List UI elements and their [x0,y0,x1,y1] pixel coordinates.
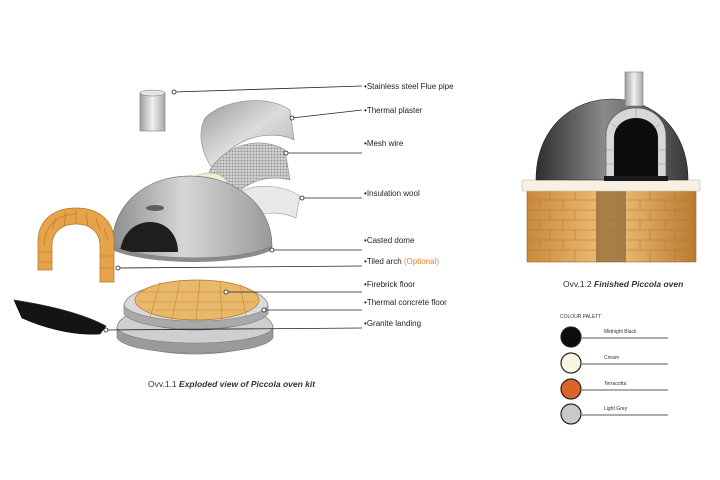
svg-text:•Stainless steel Flue pipe: •Stainless steel Flue pipe [364,82,454,91]
label-casted-dome: Casted dome [367,236,415,245]
label-optional: (Optional) [402,257,440,266]
svg-text:•Casted dome: •Casted dome [364,236,415,245]
swatch-cream: Cream [561,353,668,373]
swatch-light-grey: Light Grey [561,404,668,424]
svg-text:Midnight Black: Midnight Black [604,329,637,335]
finished-flue [625,72,643,106]
svg-text:Terracotta: Terracotta [604,381,626,387]
swatch-midnight-black: Midnight Black [561,327,668,347]
label-firebrick-floor: Firebrick floor [367,280,416,289]
label-tiled-arch: Tiled arch [367,257,402,266]
svg-text:Cream: Cream [604,355,619,361]
swatch-terracotta: Terracotta [561,379,668,399]
svg-text:•Tiled arch (Optional): •Tiled arch (Optional) [364,257,439,266]
flue-pipe-part [140,90,165,131]
label-mesh-wire: Mesh wire [367,139,404,148]
svg-text:•Granite landing: •Granite landing [364,319,421,328]
base-stack-part [117,280,273,354]
svg-text:•Thermal plaster: •Thermal plaster [364,106,423,115]
granite-landing-part [14,300,106,334]
label-insulation-wool: Insulation wool [367,189,420,198]
finished-oven-view: Ovv.1.2 Finished Piccola oven [522,72,700,289]
label-flue-pipe: Stainless steel Flue pipe [367,82,454,91]
cream-slab [522,180,700,191]
svg-text:•Thermal concrete floor: •Thermal concrete floor [364,298,447,307]
label-thermal-plaster: Thermal plaster [367,106,423,115]
svg-text:•Insulation wool: •Insulation wool [364,189,420,198]
exploded-view: •Stainless steel Flue pipe •Thermal plas… [14,82,454,389]
tiled-arch-part [38,208,114,282]
svg-text:Light Grey: Light Grey [604,406,628,412]
exploded-caption: Ovv.1.1 Exploded view of Piccola oven ki… [148,379,316,389]
svg-text:•Mesh wire: •Mesh wire [364,139,404,148]
label-thermal-concrete-floor: Thermal concrete floor [367,298,447,307]
colour-palette: COLOUR PALETT Midnight Black Cream Terra… [560,314,668,424]
svg-text:•Firebrick floor: •Firebrick floor [364,280,416,289]
palette-title: COLOUR PALETT [560,314,601,320]
label-granite-landing: Granite landing [367,319,421,328]
part-labels: •Stainless steel Flue pipe •Thermal plas… [364,82,454,328]
finished-caption: Ovv.1.2 Finished Piccola oven [563,279,683,289]
